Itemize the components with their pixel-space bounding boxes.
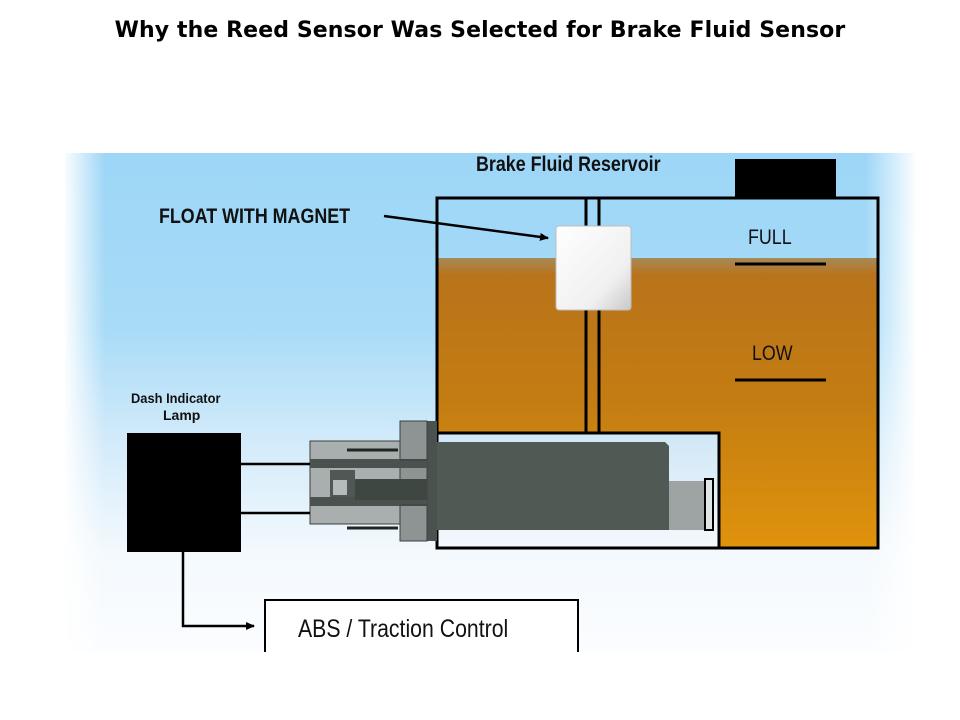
full-level-label: FULL <box>748 226 792 249</box>
dash-indicator-lamp <box>127 433 241 552</box>
reed-sensor-end-cap <box>704 478 714 531</box>
slide-title: Why the Reed Sensor Was Selected for Bra… <box>114 18 846 43</box>
reed-sensor-body <box>437 442 669 530</box>
abs-traction-label: ABS / Traction Control <box>298 615 509 643</box>
abs-traction-box <box>264 599 579 652</box>
lamp-label-line2: Lamp <box>163 407 201 423</box>
sensor-connector <box>309 420 437 542</box>
reed-sensor-tip <box>669 481 705 530</box>
reservoir-cap <box>735 159 836 198</box>
lamp-label-line1: Dash Indicator <box>131 390 221 406</box>
float-magnet <box>555 225 632 311</box>
float-pointer-arrow <box>383 214 549 241</box>
low-level-label: LOW <box>752 342 793 365</box>
float-label: FLOAT WITH MAGNET <box>159 205 351 228</box>
abs-signal-arrow <box>181 552 255 630</box>
reservoir-label: Brake Fluid Reservoir <box>476 153 661 176</box>
